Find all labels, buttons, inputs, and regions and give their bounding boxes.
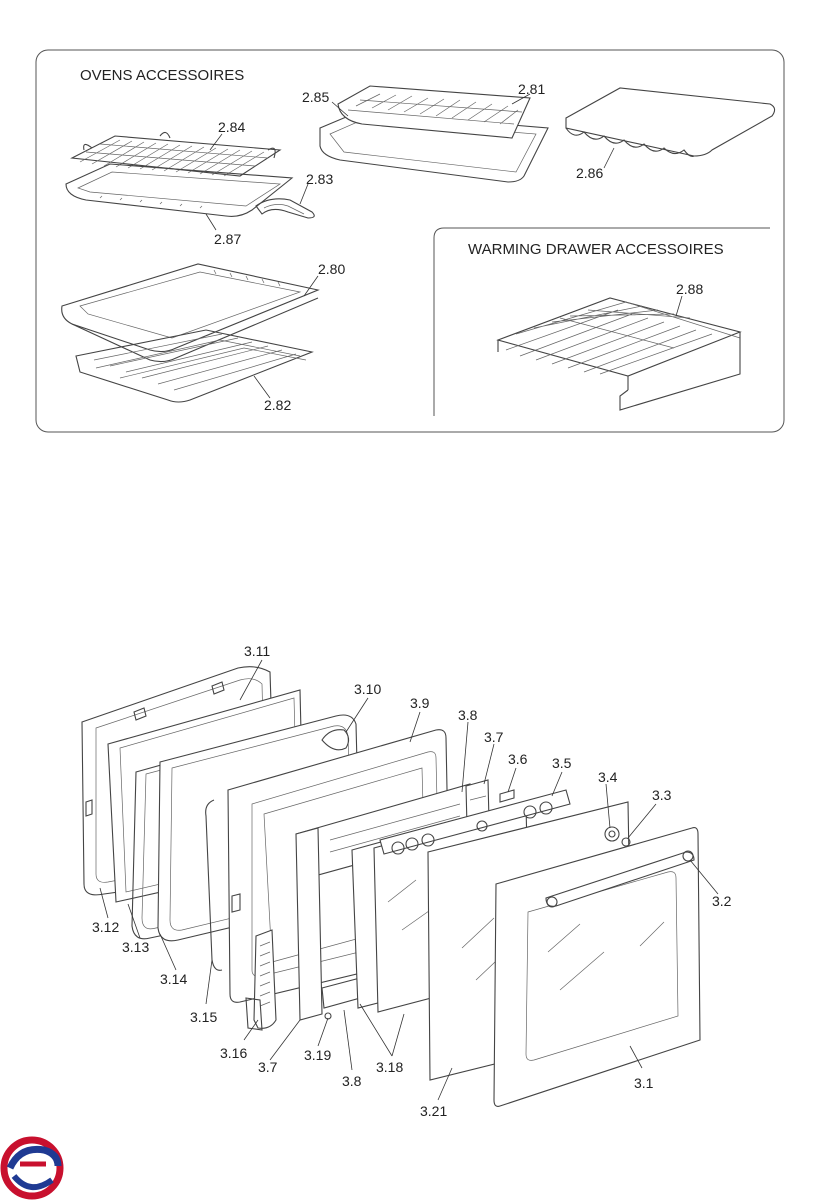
label-3-15: 3.15 (190, 1009, 217, 1025)
warming-drawer-accessories-heading: WARMING DRAWER ACCESSOIRES (468, 241, 724, 258)
warming-rack-2-88 (496, 297, 742, 411)
tray-handle-2-83 (255, 198, 315, 219)
heat-shield-3-5 (379, 789, 571, 855)
door-leader-lines (99, 659, 719, 1101)
label-2-83: 2.83 (306, 171, 333, 187)
label-2-82: 2.82 (264, 397, 291, 413)
accessory-leader-lines (205, 93, 683, 399)
label-3-21: 3.21 (420, 1103, 447, 1119)
brand-logo (0, 1136, 64, 1200)
ovens-accessories-heading: OVENS ACCESSOIRES (80, 67, 244, 84)
label-3-10: 3.10 (354, 681, 381, 697)
label-3-11: 3.11 (244, 643, 270, 659)
label-2-84: 2.84 (218, 119, 245, 135)
label-2-80: 2.80 (318, 261, 345, 277)
oven-tray-2-87 (65, 163, 294, 217)
accessories-panel-frame (35, 49, 785, 433)
fitting-3-3 (621, 837, 631, 847)
seal-strip-3-15 (205, 799, 223, 971)
label-3-6: 3.6 (508, 751, 528, 767)
roasting-tray-2-80 (61, 263, 320, 363)
label-3-8-bottom: 3.8 (342, 1073, 362, 1089)
label-3-16: 3.16 (220, 1045, 247, 1061)
label-2-88: 2.88 (676, 281, 703, 297)
label-3-19: 3.19 (304, 1047, 331, 1063)
label-2-87: 2.87 (214, 231, 241, 247)
label-3-9: 3.9 (410, 695, 430, 711)
grill-insert-2-81 (337, 85, 531, 139)
label-3-5: 3.5 (552, 755, 572, 771)
label-3-18: 3.18 (376, 1059, 403, 1075)
baking-plate-2-86 (565, 87, 776, 157)
screw-3-6 (499, 789, 515, 803)
label-3-13: 3.13 (122, 939, 149, 955)
label-2-85: 2.85 (302, 89, 329, 105)
label-3-14: 3.14 (160, 971, 187, 987)
label-3-3: 3.3 (652, 787, 672, 803)
label-3-4: 3.4 (598, 769, 618, 785)
label-3-12: 3.12 (92, 919, 119, 935)
label-3-8-top: 3.8 (458, 707, 478, 723)
label-2-86: 2.86 (576, 165, 603, 181)
door-hinge-3-16 (245, 929, 277, 1031)
label-3-2: 3.2 (712, 893, 732, 909)
warming-drawer-panel-frame (433, 227, 770, 416)
wire-shelf-2-82 (75, 329, 314, 403)
outer-door-3-1 (493, 827, 701, 1107)
label-2-81: 2.81 (518, 81, 545, 97)
label-3-7-top: 3.7 (484, 729, 504, 745)
fitting-3-4 (604, 826, 620, 842)
label-3-7-bottom: 3.7 (258, 1059, 278, 1075)
label-3-1: 3.1 (634, 1075, 654, 1091)
door-handle-3-2 (545, 850, 695, 908)
